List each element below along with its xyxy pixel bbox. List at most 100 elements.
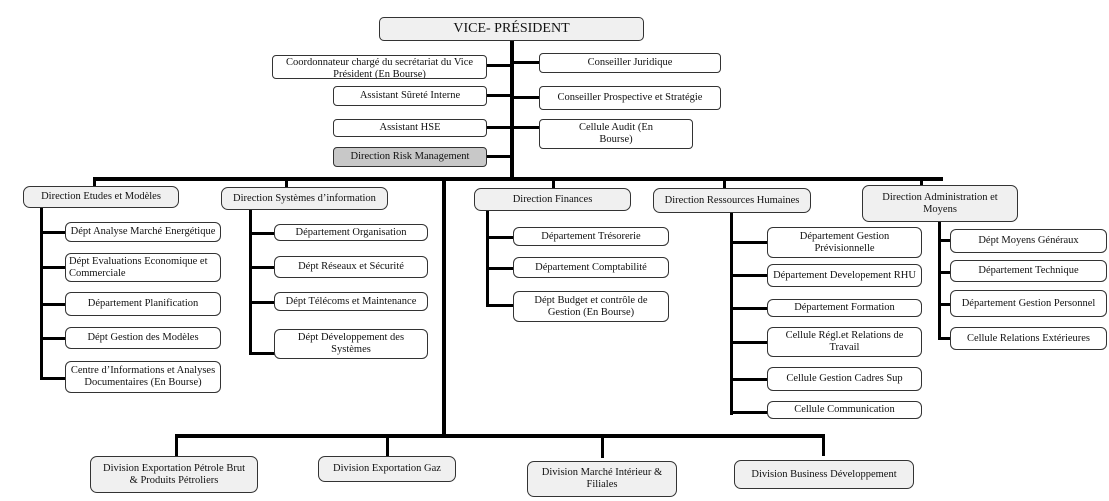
link-finances-1	[486, 267, 514, 270]
staff-box-coordonnateur[interactable]: Coordonnateur chargé du secrétariat du V…	[272, 55, 487, 79]
direction-label: Direction Etudes et Modèles	[41, 191, 161, 202]
unit-label: Département Trésorerie	[541, 230, 641, 242]
staff-box-risk-management[interactable]: Direction Risk Management	[333, 147, 487, 167]
spine-etudes	[40, 208, 43, 379]
link-rh-1	[730, 274, 768, 277]
drop-div-2	[386, 434, 389, 456]
staff-link-hse	[486, 126, 512, 129]
link-rh-4	[730, 378, 768, 381]
staff-link-risk	[486, 155, 512, 158]
drop-admin	[920, 177, 923, 185]
unit-box[interactable]: Cellule Relations Extérieures	[950, 327, 1107, 350]
unit-label: Cellule Relations Extérieures	[966, 332, 1091, 344]
unit-label: Dépt Gestion des Modèles	[87, 332, 199, 343]
staff-label: Assistant HSE	[379, 122, 441, 133]
link-systemes-3	[249, 352, 275, 355]
unit-box[interactable]: Département Technique	[950, 260, 1107, 282]
link-admin-1	[938, 271, 950, 274]
division-label: Division Exportation Pétrole Brut & Prod…	[102, 462, 246, 486]
link-admin-0	[938, 239, 950, 242]
unit-label: Département Formation	[794, 302, 895, 313]
unit-box[interactable]: Département Formation	[767, 299, 922, 317]
unit-box[interactable]: Département Comptabilité	[513, 257, 669, 278]
division-label: Division Exportation Gaz	[333, 463, 441, 474]
link-admin-3	[938, 337, 950, 340]
direction-etudes-modeles[interactable]: Direction Etudes et Modèles	[23, 186, 179, 208]
staff-box-juridique[interactable]: Conseiller Juridique	[539, 53, 721, 73]
unit-label: Dépt Budget et contrôle de Gestion (En B…	[534, 294, 648, 318]
unit-box[interactable]: Département Gestion Prévisionnelle	[767, 227, 922, 258]
unit-box[interactable]: Département Organisation	[274, 224, 428, 241]
unit-box[interactable]: Département Developement RHU	[767, 264, 922, 287]
staff-label: Conseiller Juridique	[587, 57, 673, 68]
unit-box[interactable]: Cellule Gestion Cadres Sup	[767, 367, 922, 391]
unit-label: Dépt Télécoms et Maintenance	[285, 295, 417, 307]
division-marche-interieur[interactable]: Division Marché Intérieur & Filiales	[527, 461, 677, 497]
spine-finances	[486, 210, 489, 307]
link-admin-2	[938, 303, 950, 306]
unit-label: Département Developement RHU	[773, 269, 916, 281]
direction-ressources-humaines[interactable]: Direction Ressources Humaines	[653, 188, 811, 213]
unit-box[interactable]: Dépt Evaluations Economique et Commercia…	[65, 253, 221, 282]
drop-etudes	[93, 177, 96, 187]
staff-link-surete	[486, 94, 512, 97]
divisions-bus-line	[175, 434, 825, 438]
staff-link-coord	[486, 64, 512, 67]
unit-box[interactable]: Département Gestion Personnel	[950, 290, 1107, 317]
drop-div-4	[822, 434, 825, 456]
staff-box-hse[interactable]: Assistant HSE	[333, 119, 487, 137]
unit-label: Cellule Régl.et Relations de Travail	[785, 330, 904, 353]
staff-box-audit[interactable]: Cellule Audit (En Bourse)	[539, 119, 693, 149]
division-label: Division Business Développement	[751, 468, 897, 480]
drop-div-1	[175, 434, 178, 456]
unit-box[interactable]: Dépt Réseaux et Sécurité	[274, 256, 428, 278]
staff-label: Coordonnateur chargé du secrétariat du V…	[285, 57, 474, 79]
link-finances-0	[486, 236, 514, 239]
unit-label: Dépt Réseaux et Sécurité	[298, 261, 404, 272]
unit-label: Centre d’Informations et Analyses Docume…	[70, 365, 216, 388]
unit-label: Cellule Communication	[794, 404, 895, 415]
unit-box[interactable]: Dépt Développement des Systèmes	[274, 329, 428, 359]
unit-box[interactable]: Dépt Gestion des Modèles	[65, 327, 221, 349]
link-systemes-2	[249, 301, 275, 304]
vp-trunk-line	[510, 40, 514, 180]
drop-div-3	[601, 434, 604, 458]
unit-label: Dépt Analyse Marché Energétique	[70, 226, 216, 237]
unit-box[interactable]: Dépt Moyens Généraux	[950, 229, 1107, 253]
direction-finances[interactable]: Direction Finances	[474, 188, 631, 211]
staff-label: Assistant Sûreté Interne	[359, 90, 461, 101]
unit-label: Département Comptabilité	[535, 261, 647, 273]
unit-box[interactable]: Cellule Régl.et Relations de Travail	[767, 327, 922, 357]
staff-label: Conseiller Prospective et Stratégie	[557, 92, 703, 103]
link-etudes-1	[40, 266, 66, 269]
unit-box[interactable]: Dépt Télécoms et Maintenance	[274, 292, 428, 311]
vice-president-label: VICE- PRÉSIDENT	[453, 21, 570, 36]
vice-president-box[interactable]: VICE- PRÉSIDENT	[379, 17, 644, 41]
unit-box[interactable]: Département Trésorerie	[513, 227, 669, 246]
unit-box[interactable]: Département Planification	[65, 292, 221, 316]
unit-box[interactable]: Dépt Analyse Marché Energétique	[65, 222, 221, 242]
unit-label: Département Technique	[978, 265, 1079, 276]
unit-label: Dépt Développement des Systèmes	[297, 332, 405, 355]
unit-label: Cellule Gestion Cadres Sup	[786, 373, 903, 384]
staff-label: Direction Risk Management	[350, 151, 470, 162]
staff-box-surete[interactable]: Assistant Sûreté Interne	[333, 86, 487, 106]
direction-label: Direction Finances	[512, 193, 593, 205]
staff-link-audit	[512, 126, 540, 129]
spine-systemes	[249, 210, 252, 355]
direction-label: Direction Administration et Moyens	[882, 191, 998, 215]
division-gaz[interactable]: Division Exportation Gaz	[318, 456, 456, 482]
unit-box[interactable]: Cellule Communication	[767, 401, 922, 419]
staff-box-prospective[interactable]: Conseiller Prospective et Stratégie	[539, 86, 721, 110]
divisions-trunk-line	[442, 177, 446, 437]
unit-box[interactable]: Dépt Budget et contrôle de Gestion (En B…	[513, 291, 669, 322]
direction-administration-moyens[interactable]: Direction Administration et Moyens	[862, 185, 1018, 222]
link-systemes-1	[249, 266, 275, 269]
staff-link-prospective	[512, 96, 540, 99]
direction-systemes-information[interactable]: Direction Systèmes d’information	[221, 187, 388, 210]
division-business-developpement[interactable]: Division Business Développement	[734, 460, 914, 489]
unit-box[interactable]: Centre d’Informations et Analyses Docume…	[65, 361, 221, 393]
unit-label: Dépt Moyens Généraux	[978, 235, 1079, 246]
spine-rh	[730, 210, 733, 415]
division-petrole[interactable]: Division Exportation Pétrole Brut & Prod…	[90, 456, 258, 493]
